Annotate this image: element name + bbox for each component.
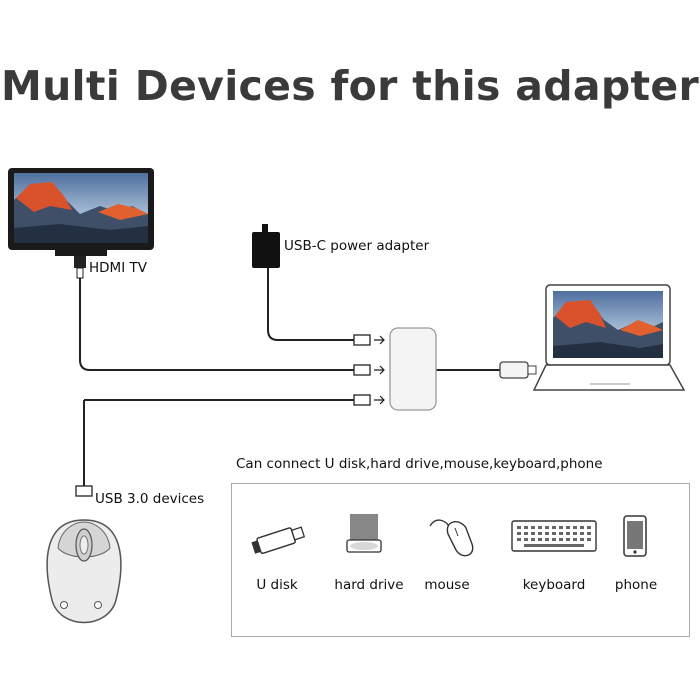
laptop-icon [532, 284, 686, 391]
plugs [75, 334, 385, 497]
device-label-mouse: mouse [424, 577, 470, 593]
power-adapter-label: USB-C power adapter [284, 238, 430, 254]
hard-drive-icon [346, 514, 382, 553]
tv-icon [8, 168, 154, 279]
hdmi-tv-label: HDMI TV [89, 260, 147, 276]
keyboard-icon [511, 520, 597, 552]
page-title: Multi Devices for this adapter [0, 62, 700, 110]
device-list-box [231, 483, 690, 637]
phone-icon [623, 515, 647, 557]
usb-drive-icon [251, 526, 306, 555]
device-label-keyboard: keyboard [522, 577, 586, 593]
connect-note: Can connect U disk,hard drive,mouse,keyb… [236, 456, 603, 472]
hdmi-cable [79, 278, 354, 371]
usb-mouse-icon [46, 519, 122, 624]
mouse-icon [429, 519, 474, 557]
usb-devices-label: USB 3.0 devices [95, 491, 205, 507]
power-adapter-icon [252, 224, 280, 268]
device-label-hard-drive: hard drive [334, 577, 404, 593]
device-label-phone: phone [614, 577, 658, 593]
cables [79, 268, 500, 486]
device-label-u-disk: U disk [256, 577, 298, 593]
power-cable [267, 268, 354, 341]
adapter-hub [389, 327, 537, 411]
